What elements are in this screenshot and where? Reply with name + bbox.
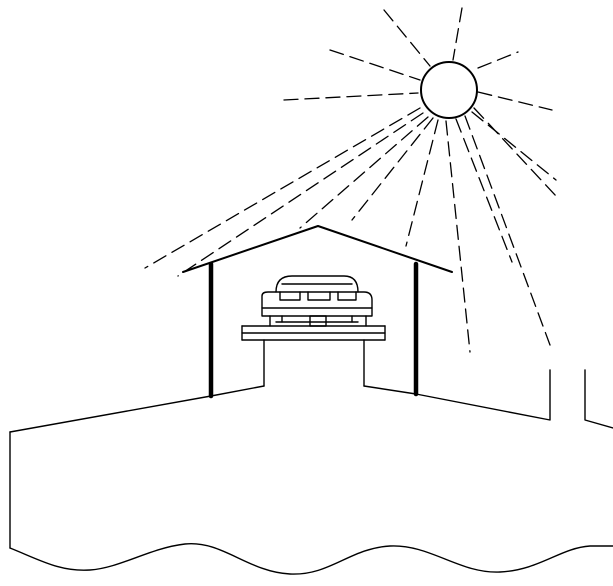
sun-icon	[421, 62, 477, 118]
platform	[242, 326, 385, 386]
ground-cross-section	[10, 370, 613, 548]
water-wave-line	[10, 544, 613, 574]
car-icon	[262, 276, 372, 326]
shed-roof	[183, 226, 452, 272]
